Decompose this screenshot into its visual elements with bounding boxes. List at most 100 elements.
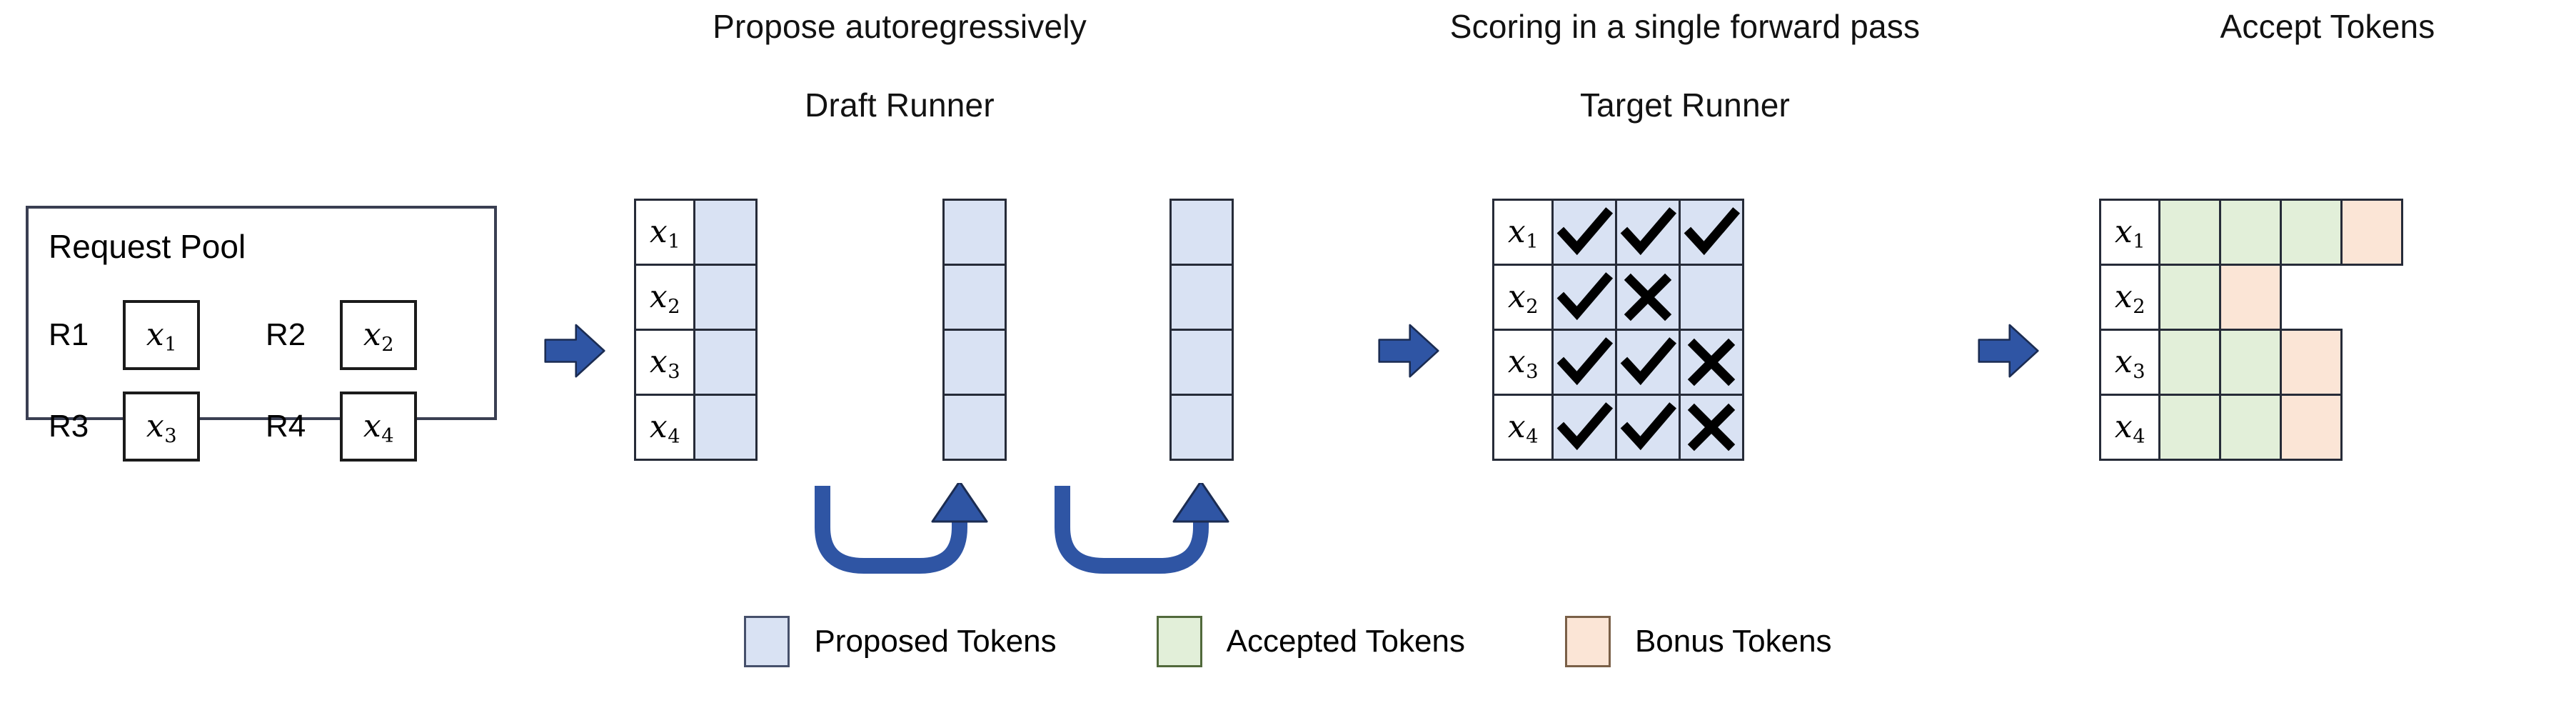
table-row [1169,264,1234,331]
legend-swatch-proposed [744,616,790,667]
accept-cell-accepted [2219,329,2282,396]
request-token-box-r1: x1 [123,300,200,370]
accept-cell-accepted [2280,199,2343,266]
table-row: x1 [1492,199,1744,266]
draft-cell-proposed [1169,264,1234,331]
table-row [942,264,1007,331]
score-cell-reject [1615,264,1681,331]
draft-runner-step-1: x1 x2 x3 x4 [634,199,758,461]
legend-item-accepted-tokens: Accepted Tokens [1156,616,1465,667]
accept-cell-bonus [2340,199,2403,266]
check-mark-icon [1556,402,1614,451]
row-label-x3: x3 [634,329,695,396]
table-row: x3 [634,329,758,396]
accept-cell-none [2341,264,2403,330]
request-label-r2: R2 [266,317,306,352]
request-label-r1: R1 [49,317,89,352]
score-cell-accept [1551,329,1617,396]
score-cell-accept [1615,199,1681,266]
request-pool-entry-r1: R1 x1 [49,300,200,370]
accept-cell-accepted [2158,394,2221,461]
token-x1: x1 [146,316,177,357]
table-row [942,394,1007,461]
table-row: x2 [1492,264,1744,331]
legend-item-proposed-tokens: Proposed Tokens [744,616,1057,667]
heading-scoring-single-forward-pass: Scoring in a single forward pass [1449,8,1921,45]
check-mark-icon [1556,272,1614,321]
heading-draft-runner: Draft Runner [805,86,995,124]
accept-cell-bonus [2219,264,2282,331]
heading-target-runner: Target Runner [1579,86,1791,124]
request-pool-entry-r2: R2 x2 [266,300,417,370]
table-row: x3 [1492,329,1744,396]
accept-cell-none [2280,264,2342,330]
request-pool-title: Request Pool [49,228,246,265]
legend-item-bonus-tokens: Bonus Tokens [1564,616,1832,667]
score-cell-reject [1679,329,1744,396]
score-cell-accept [1615,329,1681,396]
legend-label-bonus: Bonus Tokens [1634,624,1832,659]
accept-cell-accepted [2158,329,2221,396]
heading-accept-tokens: Accept Tokens [2220,8,2435,45]
score-cell-accept [1679,199,1744,266]
flow-arrow-draft-to-target [1378,320,1439,382]
row-label-x4: x4 [634,394,695,461]
table-row: x1 [634,199,758,266]
target-runner-grid: x1 x2 [1492,199,1744,461]
row-label-x4: x4 [2099,394,2160,461]
row-label-x2: x2 [2099,264,2160,331]
request-label-r4: R4 [266,409,306,444]
row-label-x3: x3 [1492,329,1554,396]
draft-cell-proposed [942,329,1007,396]
accept-cell-bonus [2280,329,2343,396]
table-row: x4 [634,394,758,461]
score-cell-accept [1551,264,1617,331]
accept-cell-accepted [2158,264,2221,331]
table-row: x1 [2099,199,2403,266]
draft-cell-proposed [693,199,758,266]
table-row: x3 [2099,329,2403,396]
cross-mark-icon [1687,338,1736,387]
row-label-x4: x4 [1492,394,1554,461]
legend-label-proposed: Proposed Tokens [814,624,1057,659]
table-row: x4 [1492,394,1744,461]
check-mark-icon [1684,207,1741,256]
row-label-x2: x2 [634,264,695,331]
request-pool-entry-r3: R3 x3 [49,392,200,462]
accept-cell-accepted [2158,199,2221,266]
cross-mark-icon [1687,403,1736,452]
check-mark-icon [1556,207,1614,256]
score-cell-reject [1679,394,1744,461]
check-mark-icon [1556,337,1614,386]
table-row [942,199,1007,266]
accept-cell-accepted [2219,199,2282,266]
table-row: x2 [2099,264,2403,331]
request-pool-entry-r4: R4 x4 [266,392,417,462]
score-cell-accept [1551,199,1617,266]
request-token-box-r4: x4 [340,392,417,462]
draft-cell-proposed [942,264,1007,331]
flow-arrow-pool-to-draft [544,320,605,382]
draft-cell-proposed [942,394,1007,461]
row-label-x1: x1 [2099,199,2160,266]
draft-cell-proposed [693,264,758,331]
request-label-r3: R3 [49,409,89,444]
draft-cell-proposed [693,329,758,396]
accept-cell-none [2341,329,2403,395]
score-cell-accept [1615,394,1681,461]
legend-swatch-bonus [1564,616,1611,667]
accept-tokens-grid: x1 x2 x3 [2099,199,2403,461]
row-label-x2: x2 [1492,264,1554,331]
token-x4: x4 [363,408,394,448]
draft-cell-proposed [1169,199,1234,266]
flow-arrow-target-to-accept [1978,320,2039,382]
table-row [1169,394,1234,461]
heading-propose-autoregressively: Propose autoregressively [713,8,1087,45]
table-row [942,329,1007,396]
request-token-box-r3: x3 [123,392,200,462]
draft-runner-step-2 [942,199,1007,461]
row-label-x1: x1 [1492,199,1554,266]
accept-cell-none [2341,394,2403,460]
row-label-x1: x1 [634,199,695,266]
